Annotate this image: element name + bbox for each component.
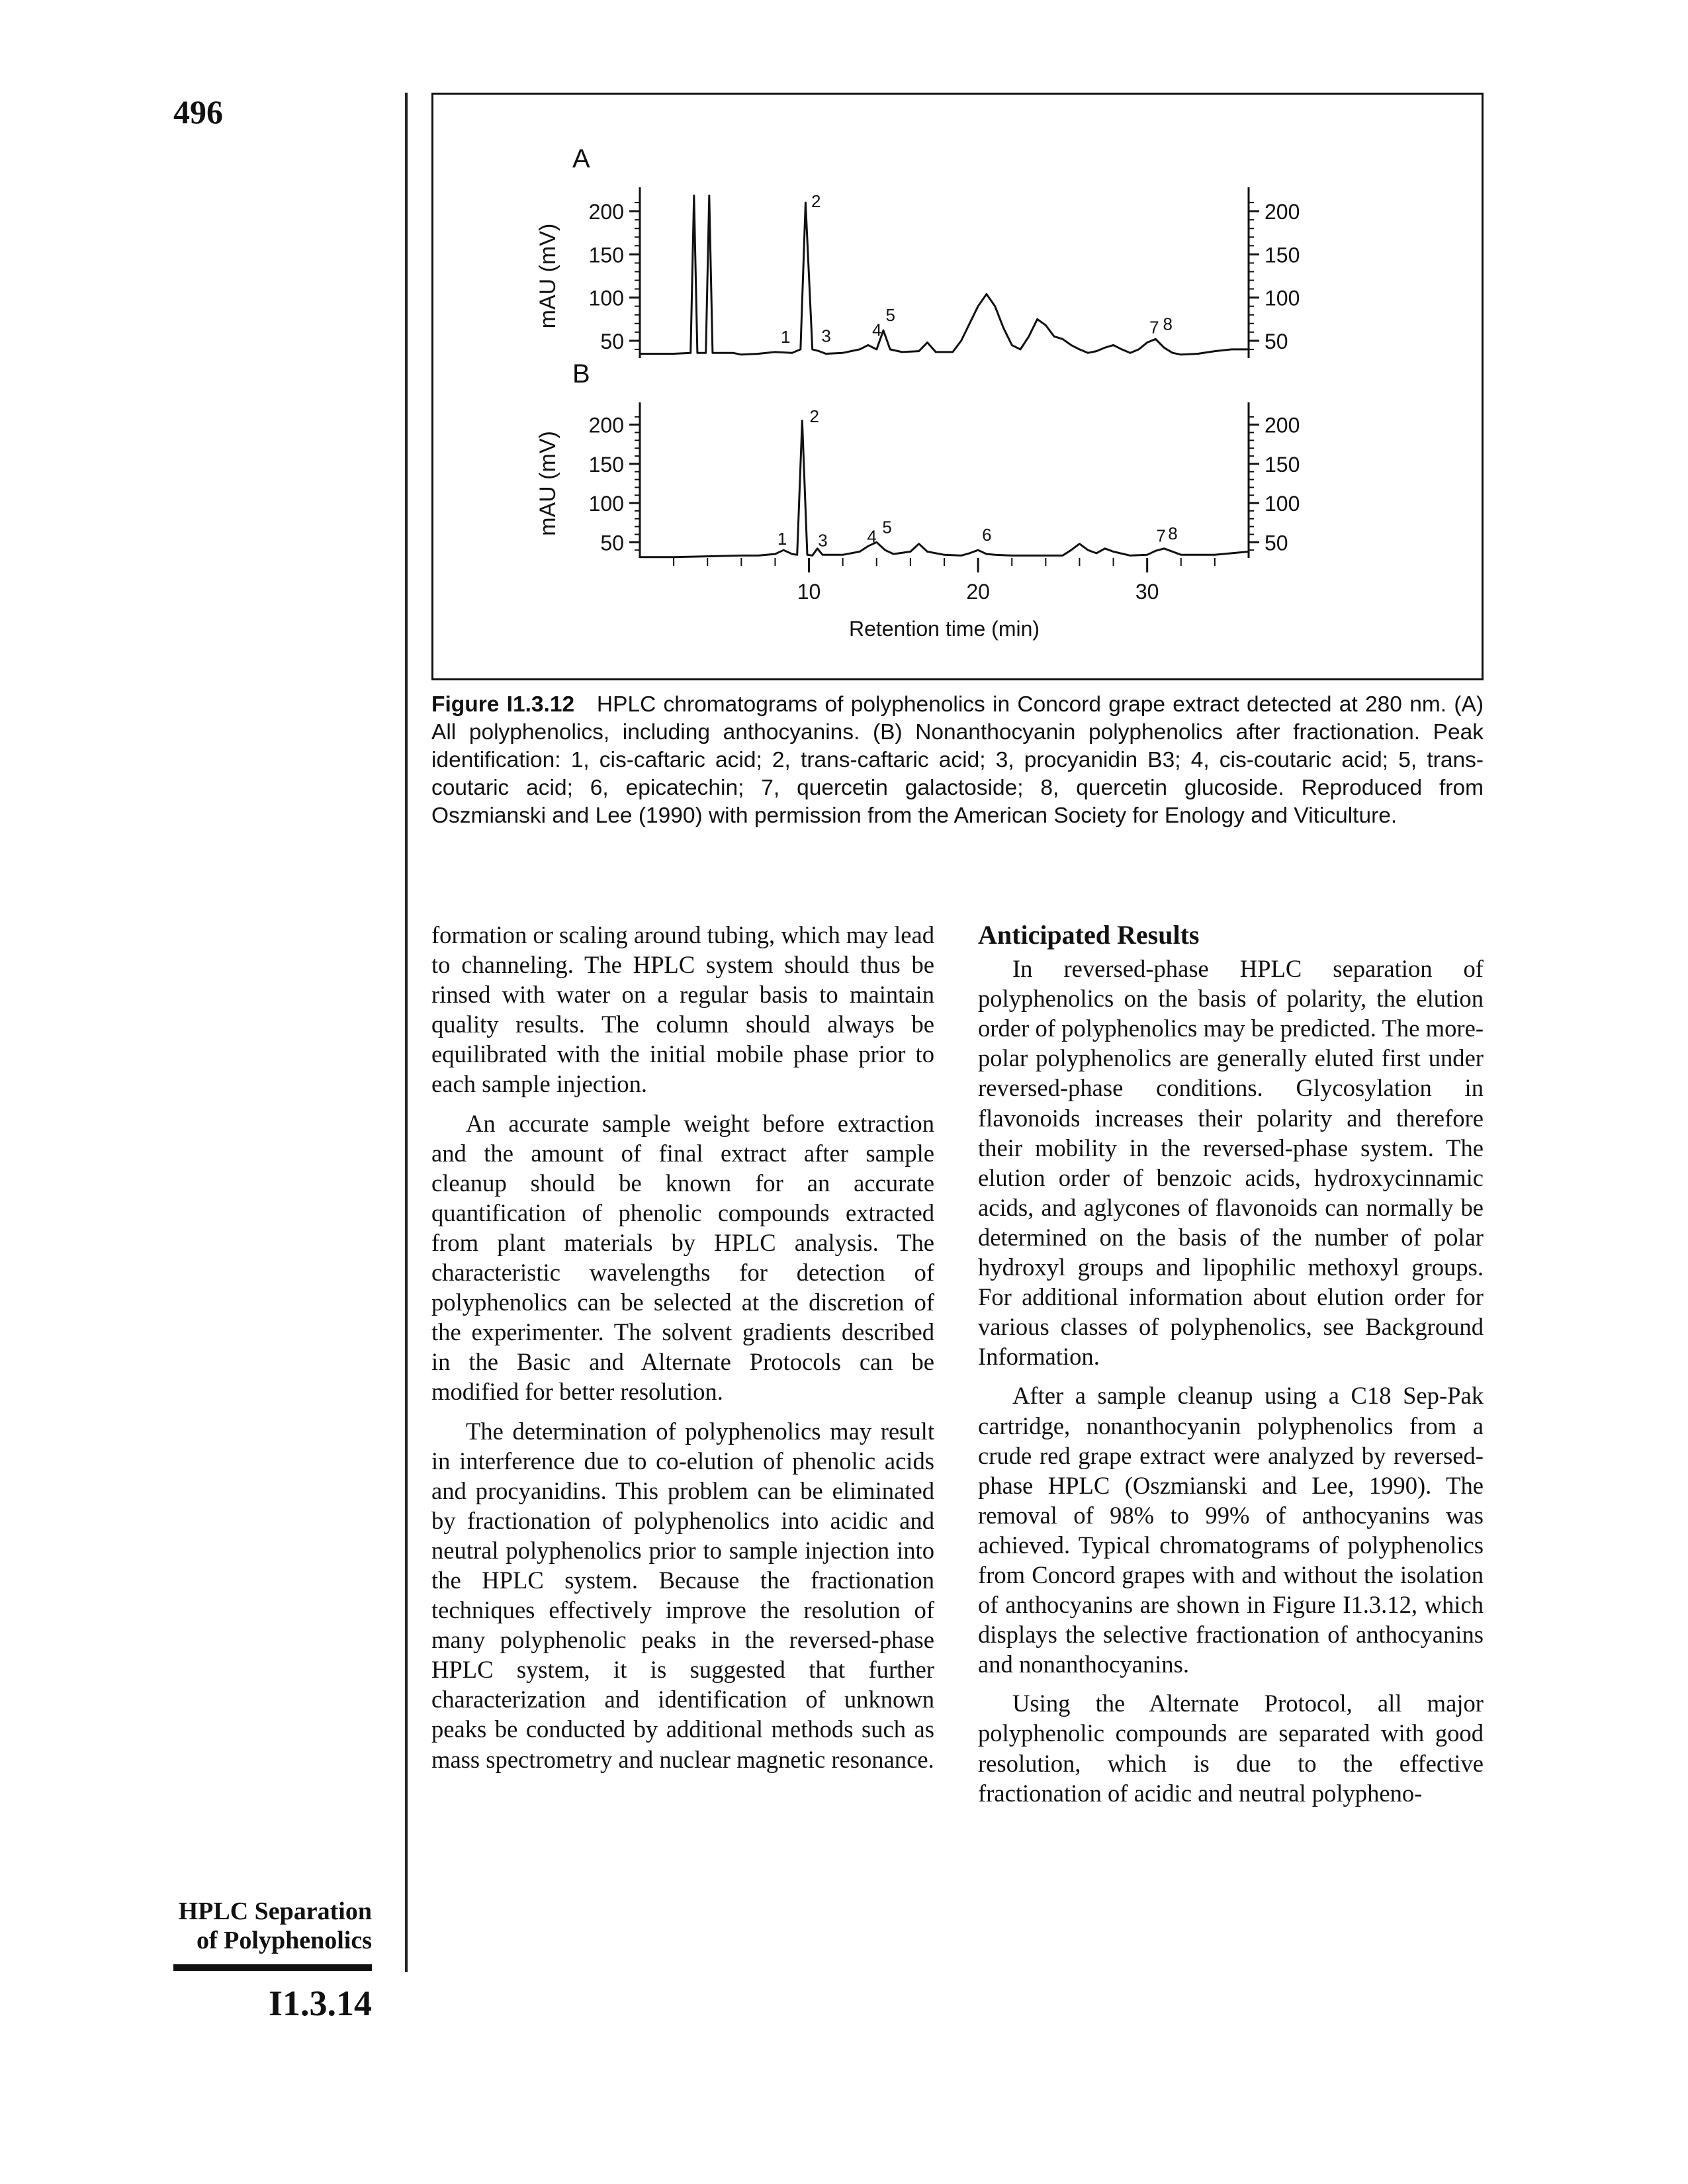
figure-caption-label: Figure I1.3.12	[431, 692, 575, 717]
panel-b-left-tick-label: 50	[600, 531, 624, 555]
right-column: Anticipated Results In reversed-phase HP…	[978, 920, 1484, 1817]
panel-b-peak-label-7: 7	[1156, 525, 1165, 545]
x-axis-tick-label: 10	[797, 580, 821, 604]
section-title-line-2: of Polyphenolics	[197, 1927, 372, 1954]
panel-a-left-tick-label: 50	[600, 330, 624, 353]
panel-b-peak-label-8: 8	[1168, 523, 1177, 543]
panel-b-right-tick-label: 150	[1265, 453, 1300, 477]
left-paragraph-1: formation or scaling around tubing, whic…	[431, 921, 934, 1098]
panel-a-peak-label-4: 4	[872, 320, 881, 340]
panel-b-left-tick-label: 200	[589, 414, 624, 437]
panel-a-peak-label-1: 1	[781, 327, 790, 347]
x-axis-tick-label: 20	[966, 580, 990, 604]
panel-a-peak-label-3: 3	[821, 326, 830, 346]
panel-b-y-axis-title: mAU (mV)	[535, 431, 560, 536]
panel-a-peak-label-2: 2	[811, 191, 821, 211]
panel-a-left-tick-label: 150	[589, 243, 624, 267]
section-number: I1.3.14	[268, 1983, 372, 2023]
left-paragraph-3: The determination of polyphenolics may r…	[431, 1417, 934, 1773]
panel-b-peak-label-3: 3	[818, 530, 827, 550]
panel-b-left-tick-label: 100	[589, 492, 624, 516]
panel-a-label: A	[572, 144, 590, 173]
figure-caption-text: HPLC chromatograms of polyphenolics in C…	[431, 692, 1484, 828]
anticipated-results-heading: Anticipated Results	[978, 920, 1200, 950]
panel-b-left-tick-label: 150	[589, 453, 624, 477]
x-axis-title: Retention time (min)	[849, 617, 1040, 641]
panel-b-peak-label-6: 6	[982, 525, 991, 545]
panel-b-peak-label-4: 4	[867, 527, 876, 547]
right-paragraph-3: Using the Alternate Protocol, all major …	[978, 1690, 1484, 1807]
panel-b-peak-label-1: 1	[777, 529, 787, 549]
panel-a-peak-label-5: 5	[885, 305, 895, 325]
panel-a-left-tick-label: 200	[589, 200, 624, 224]
section-divider-bar	[173, 1964, 372, 1971]
panel-a-right-tick-label: 50	[1265, 330, 1288, 353]
panel-b-peak-label-5: 5	[882, 517, 891, 537]
section-title-line-1: HPLC Separation	[178, 1897, 372, 1925]
running-section-title: HPLC Separation of Polyphenolics	[173, 1897, 372, 1955]
panel-a-peak-label-8: 8	[1163, 314, 1173, 334]
gutter-rule	[405, 93, 408, 1972]
panel-a-right-tick-label: 150	[1265, 243, 1300, 267]
panel-b-right-tick-label: 50	[1265, 531, 1288, 555]
panel-a-y-axis-title: mAU (mV)	[535, 224, 560, 329]
left-paragraph-2: An accurate sample weight before extract…	[431, 1109, 934, 1406]
right-paragraph-1: In reversed-phase HPLC separation of pol…	[978, 955, 1484, 1371]
panel-a-trace	[640, 195, 1249, 356]
panel-b-peak-label-2: 2	[809, 406, 819, 426]
figure-caption: Figure I1.3.12 HPLC chromatograms of pol…	[431, 691, 1484, 830]
panel-b-trace	[640, 420, 1249, 559]
right-paragraph-2: After a sample cleanup using a C18 Sep-P…	[978, 1382, 1484, 1678]
page-number: 496	[173, 93, 223, 130]
x-axis-tick-label: 30	[1135, 580, 1159, 604]
panel-a-left-tick-label: 100	[589, 287, 624, 310]
panel-a-right-tick-label: 200	[1265, 200, 1300, 224]
panel-a-peak-label-7: 7	[1149, 318, 1159, 338]
panel-b-label: B	[572, 359, 590, 388]
panel-a-right-tick-label: 100	[1265, 287, 1300, 310]
panel-b-right-tick-label: 100	[1265, 492, 1300, 516]
panel-b-right-tick-label: 200	[1265, 414, 1300, 437]
left-column: formation or scaling around tubing, whic…	[431, 920, 934, 1784]
